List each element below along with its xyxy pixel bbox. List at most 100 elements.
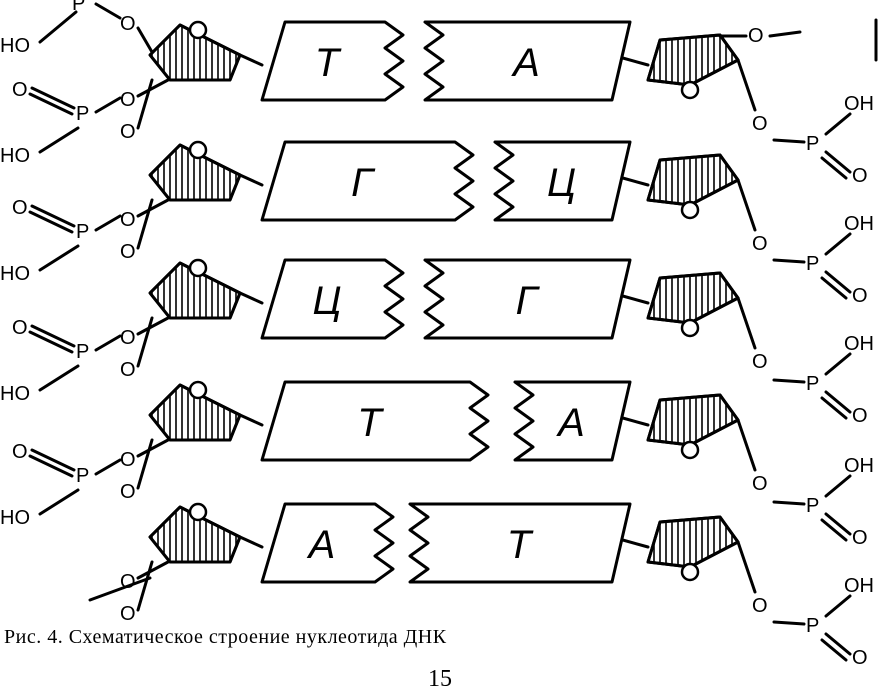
oxygen-ring-left xyxy=(188,380,208,400)
double-bond xyxy=(30,324,76,348)
bond xyxy=(136,78,154,130)
phosphorus-atom: P xyxy=(806,253,819,275)
bond xyxy=(772,138,806,144)
hydroxyl-group: HO xyxy=(0,145,30,167)
oxygen-ring-left xyxy=(188,140,208,160)
base-letter-left: Т xyxy=(315,41,342,85)
bond xyxy=(772,378,806,384)
oxygen-atom: O xyxy=(752,351,768,373)
oxygen-atom: O xyxy=(752,473,768,495)
oxygen-ring-right xyxy=(680,318,700,338)
figure-caption: Рис. 4. Схематическое строение нуклеотид… xyxy=(4,626,447,648)
phosphorus-atom: P xyxy=(76,341,89,363)
double-bond xyxy=(28,210,74,234)
hydroxyl-group: OH xyxy=(844,455,874,477)
oxygen-ring-right xyxy=(680,562,700,582)
bond xyxy=(94,214,122,232)
bond xyxy=(136,316,170,336)
oxygen-atom: O xyxy=(12,79,28,101)
bond xyxy=(136,560,170,580)
bond xyxy=(136,198,154,250)
base-right xyxy=(423,20,632,102)
oxygen-atom: O xyxy=(852,527,868,549)
oxygen-atom: O xyxy=(752,233,768,255)
base-letter-right: Т xyxy=(507,523,534,567)
bond xyxy=(136,316,154,368)
double-bond xyxy=(30,204,76,228)
hydroxyl-group: OH xyxy=(844,575,874,597)
oxygen-ring-right xyxy=(680,80,700,100)
bond xyxy=(772,258,806,264)
phosphorus-atom: P xyxy=(806,615,819,637)
double-bond xyxy=(820,638,848,662)
oxygen-ring-right xyxy=(680,200,700,220)
oxygen-atom: O xyxy=(120,327,136,349)
oxygen-atom: O xyxy=(752,113,768,135)
phosphorus-atom: P xyxy=(76,221,89,243)
bond xyxy=(136,438,154,490)
double-bond xyxy=(824,270,852,294)
bond xyxy=(136,438,170,458)
oxygen-atom: O xyxy=(120,121,136,143)
sugar-left-outline xyxy=(148,261,242,320)
bond xyxy=(768,30,802,38)
base-left xyxy=(260,140,475,222)
sugar-left-outline xyxy=(148,143,242,202)
base-letter-right: Ц xyxy=(547,161,576,205)
oxygen-atom: O xyxy=(120,603,136,625)
oxygen-atom: O xyxy=(120,241,136,263)
bond xyxy=(824,112,852,136)
bond xyxy=(136,26,154,54)
double-bond xyxy=(824,150,852,174)
base-right xyxy=(493,140,632,222)
base-letter-left: Г xyxy=(351,161,376,205)
bond xyxy=(136,198,170,218)
base-left xyxy=(260,502,395,584)
phosphorus-atom: P xyxy=(806,373,819,395)
bond xyxy=(38,126,80,154)
base-letter-right: А xyxy=(511,41,540,85)
base-left xyxy=(260,258,405,340)
bond xyxy=(38,244,80,272)
oxygen-atom: O xyxy=(120,13,136,35)
phosphorus-atom: P xyxy=(76,465,89,487)
phosphate-group-right: P OH O xyxy=(772,213,874,307)
double-bond xyxy=(30,448,76,472)
bond xyxy=(736,58,757,112)
oxygen-ring-left xyxy=(188,502,208,522)
double-bond xyxy=(820,276,848,300)
base-right xyxy=(513,380,632,462)
bond-left xyxy=(238,173,264,187)
bond xyxy=(824,232,852,256)
oxygen-atom: O xyxy=(12,197,28,219)
oxygen-atom: O xyxy=(120,89,136,111)
bond xyxy=(772,620,806,626)
terminal-bond xyxy=(88,576,152,602)
oxygen-ring-right xyxy=(680,440,700,460)
phosphorus-atom: P xyxy=(76,103,89,125)
base-letter-left: А xyxy=(307,523,336,567)
bond-left xyxy=(238,535,264,549)
bond xyxy=(38,488,80,516)
page-number: 15 xyxy=(428,666,452,692)
bond xyxy=(136,78,170,98)
double-bond xyxy=(820,518,848,542)
bond xyxy=(38,10,78,44)
base-left xyxy=(260,20,405,102)
bond xyxy=(736,540,757,594)
double-bond xyxy=(28,454,74,478)
base-right xyxy=(423,258,632,340)
phosphate-group-left: P O HO xyxy=(0,79,122,167)
oxygen-atom: O xyxy=(852,285,868,307)
bond xyxy=(94,96,122,114)
hydroxyl-group: OH xyxy=(844,213,874,235)
bond xyxy=(824,474,852,498)
